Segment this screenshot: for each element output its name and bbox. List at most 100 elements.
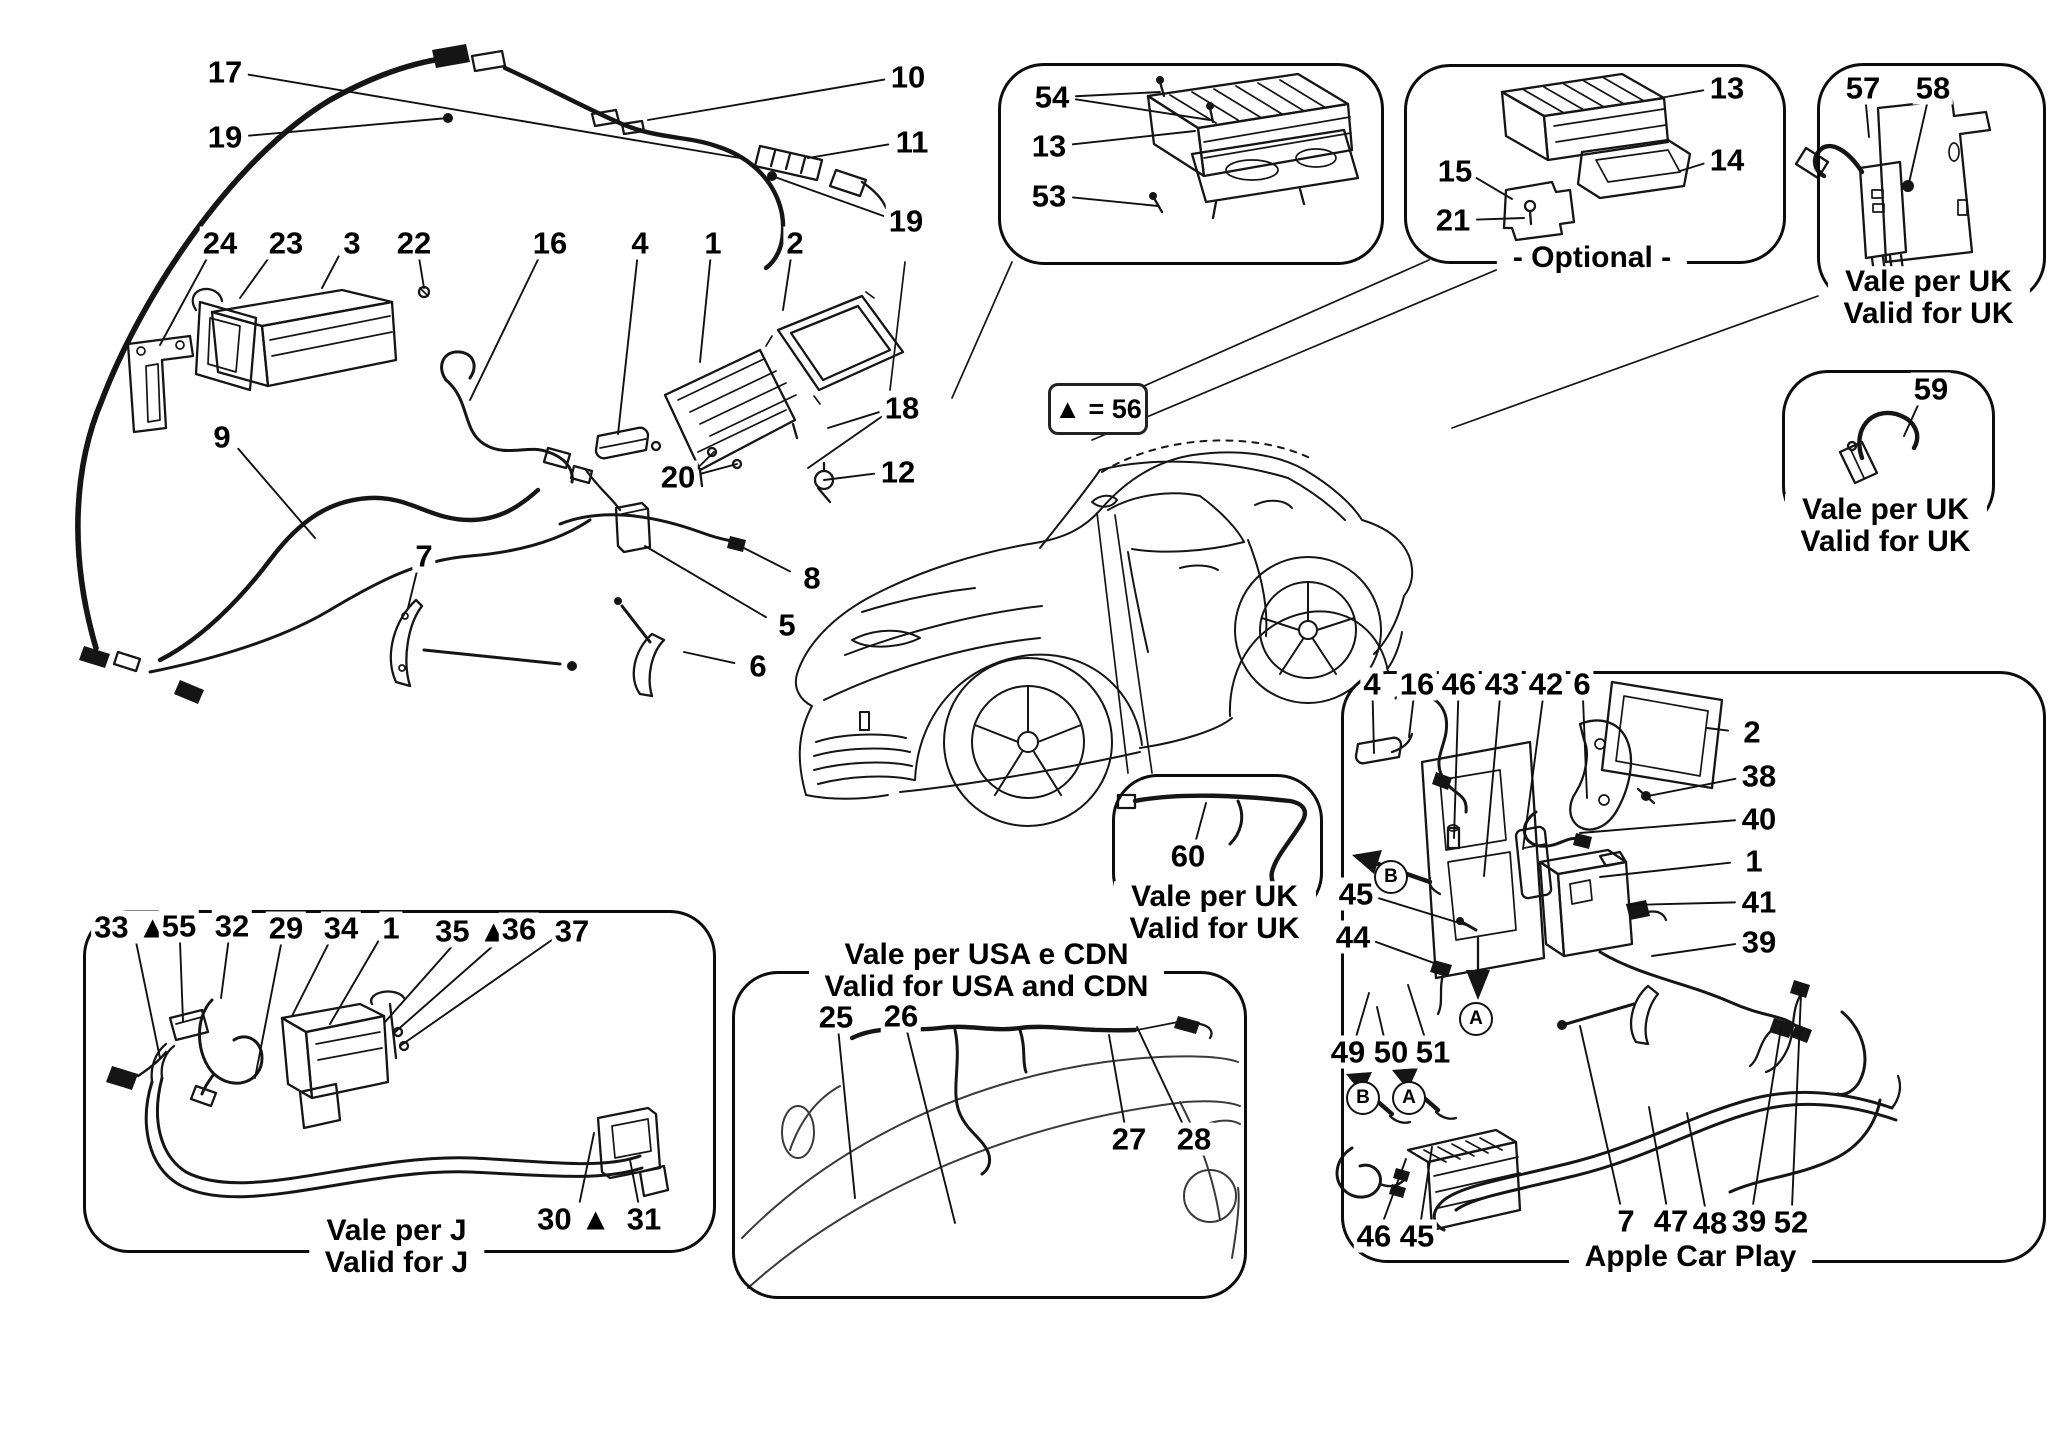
callout-5: 5 (775, 608, 799, 642)
callout-4: 4 (1360, 667, 1384, 701)
callout-31: 31 (623, 1202, 665, 1236)
callout-57: 57 (1842, 71, 1884, 105)
japan-panel (83, 910, 716, 1253)
radio-bracket-24 (126, 334, 195, 434)
optional-amplifier-13 (1500, 72, 1670, 162)
callout-59: 59 (1910, 372, 1952, 406)
badge-B-2: B (1346, 1081, 1380, 1115)
callout-24: 24 (199, 226, 241, 260)
uk-cable-59 (1838, 410, 1920, 485)
callout-35-tri: 35 ▲ (432, 914, 512, 948)
callout-42: 42 (1525, 667, 1567, 701)
callout-46: 46 (1353, 1219, 1395, 1253)
callout-16: 16 (1396, 667, 1438, 701)
callout-41: 41 (1738, 885, 1780, 919)
callout-39: 39 (1738, 925, 1780, 959)
harness-16 (440, 350, 594, 485)
amplifier-bracket-53 (1149, 128, 1360, 220)
callout-7: 7 (412, 539, 436, 573)
callout-8: 8 (800, 561, 824, 595)
callout-55: 55 (158, 909, 200, 943)
optional-bracket-15-21 (1502, 180, 1576, 242)
callout-54: 54 (1031, 80, 1073, 114)
japan-parts (106, 990, 670, 1199)
callout-18: 18 (881, 391, 923, 425)
callout-10: 10 (887, 60, 929, 94)
callout-2: 2 (783, 226, 807, 260)
callout-26: 26 (880, 999, 922, 1033)
callout-14: 14 (1706, 143, 1748, 177)
callout-25: 25 (815, 1000, 857, 1034)
callout-11: 11 (892, 125, 932, 159)
callout-leader-lines (135, 73, 1929, 1224)
callout-21: 21 (1432, 203, 1474, 237)
main-harness-9 (79, 487, 592, 704)
callout-15: 15 (1434, 154, 1476, 188)
callout-19: 19 (204, 120, 246, 154)
gps-module-4 (594, 426, 662, 460)
callout-12: 12 (877, 455, 919, 489)
callout-13: 13 (1028, 129, 1070, 163)
callout-39: 39 (1728, 1204, 1770, 1238)
callout-48: 48 (1689, 1206, 1731, 1240)
apple-carplay-panel-caption: Apple Car Play (1568, 1241, 1813, 1273)
apple-carplay-panel (1341, 671, 2046, 1263)
triangle-legend: ▲ = 56 (1048, 383, 1148, 435)
callout-13: 13 (1706, 71, 1748, 105)
callout-6: 6 (1570, 667, 1594, 701)
module-5 (584, 468, 652, 554)
badge-A-3: A (1392, 1081, 1426, 1115)
callout-47: 47 (1650, 1204, 1692, 1238)
callout-45: 45 (1396, 1219, 1438, 1253)
callout-27: 27 (1108, 1122, 1150, 1156)
triangle-legend-text: ▲ = 56 (1054, 393, 1142, 424)
usa-cdn-panel (732, 971, 1247, 1299)
callout-29: 29 (265, 911, 307, 945)
optional-tray-14 (1576, 138, 1692, 200)
callout-50: 50 (1370, 1035, 1412, 1069)
callout-28: 28 (1173, 1122, 1215, 1156)
callout-40: 40 (1738, 802, 1780, 836)
callout-37: 37 (551, 914, 593, 948)
car-illustration (794, 439, 1414, 827)
callout-52: 52 (1770, 1205, 1812, 1239)
callout-1: 1 (701, 226, 725, 260)
callout-45: 45 (1335, 877, 1377, 911)
callout-20: 20 (657, 460, 699, 494)
badge-A-1: A (1459, 1002, 1493, 1036)
optional-panel-caption: - Optional - (1496, 242, 1688, 274)
callout-30-tri: 30 ▲ (534, 1202, 614, 1236)
callout-46: 46 (1438, 667, 1480, 701)
callout-58: 58 (1912, 71, 1954, 105)
callout-36: 36 (498, 912, 540, 946)
callout-44: 44 (1332, 920, 1374, 954)
display-frame-2 (765, 291, 905, 504)
callout-17: 17 (204, 55, 246, 89)
tweeter-6 (614, 597, 666, 698)
callout-3: 3 (340, 226, 364, 260)
callout-60: 60 (1167, 839, 1209, 873)
callout-51: 51 (1412, 1035, 1454, 1069)
callout-9: 9 (210, 420, 234, 454)
callout-23: 23 (265, 226, 307, 260)
callout-6: 6 (746, 649, 770, 683)
callout-1: 1 (379, 911, 403, 945)
amplifier-panel (998, 63, 1384, 265)
radio-unit-3 (191, 287, 398, 392)
callout-7: 7 (1614, 1204, 1638, 1238)
callout-1: 1 (1742, 844, 1766, 878)
roof-antenna-cable (75, 44, 888, 651)
tweeter-7 (389, 598, 577, 688)
callout-53: 53 (1028, 179, 1070, 213)
callout-19: 19 (885, 204, 927, 238)
callout-43: 43 (1481, 667, 1523, 701)
badge-B-0: B (1374, 860, 1408, 894)
callout-2: 2 (1740, 715, 1764, 749)
